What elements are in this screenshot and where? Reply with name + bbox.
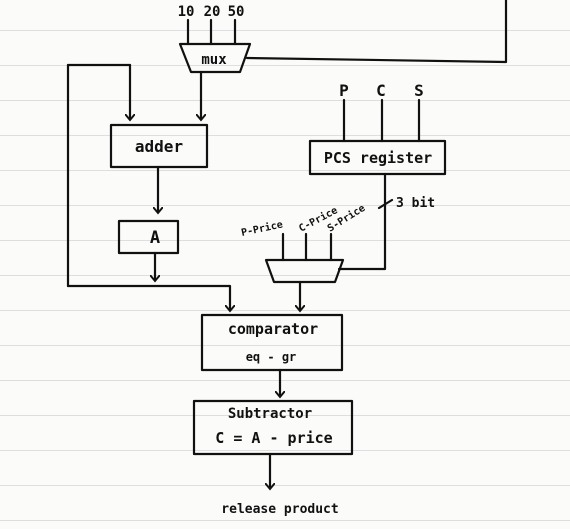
pcs-input-label-s: S <box>414 81 424 100</box>
release-product-label: release product <box>221 502 338 517</box>
price-input-label-p: P-Price <box>240 218 284 239</box>
price-mux-shape <box>264 258 345 284</box>
a-register-box <box>117 219 180 255</box>
comparator-outputs-label: eq - gr <box>246 350 297 364</box>
a-register-label: A <box>150 228 160 248</box>
comparator-box <box>200 313 344 372</box>
mux-input-label-20: 20 <box>204 4 221 20</box>
adder-label: adder <box>135 137 183 156</box>
subtractor-box <box>192 399 354 456</box>
mux-input-label-10: 10 <box>178 4 195 20</box>
mux-label: mux <box>201 52 227 68</box>
comparator-label: comparator <box>228 320 318 338</box>
subtractor-expression: C = A - price <box>215 429 332 447</box>
pcs-input-label-c: C <box>376 81 386 100</box>
mux-select-line <box>245 0 508 64</box>
bus-width-label: 3 bit <box>396 196 435 211</box>
a-to-comparator-arrow <box>66 284 230 310</box>
mux-shape <box>178 42 252 74</box>
subtractor-label: Subtractor <box>228 406 312 422</box>
pcs-register-box <box>308 139 447 176</box>
pcs-input-label-p: P <box>339 81 349 100</box>
bus-width-slash <box>377 198 394 210</box>
pcs-register-label: PCS register <box>324 149 432 167</box>
mux-input-label-50: 50 <box>228 4 245 20</box>
pcs-select-bus <box>337 172 387 271</box>
